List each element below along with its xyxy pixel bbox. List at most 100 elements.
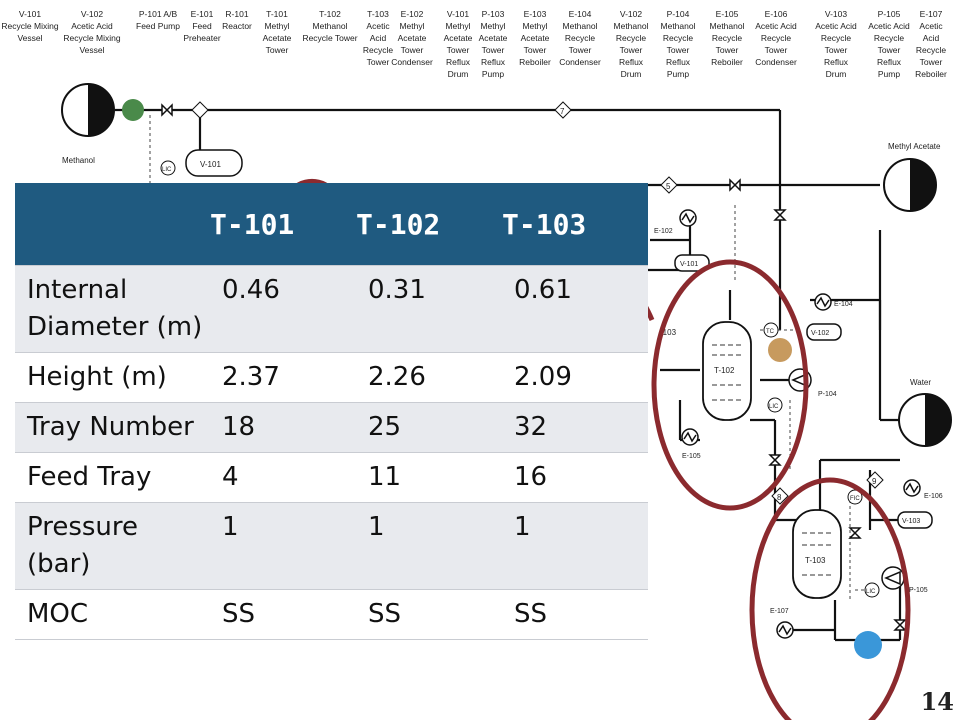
- e104-label: E-104: [834, 301, 853, 308]
- v101-top-label: V-101: [200, 160, 221, 169]
- legend-desc-line: Condenser: [755, 57, 797, 67]
- table-row-feed-tray: Feed Tray 4 11 16: [15, 452, 648, 503]
- stream-8: 8: [777, 493, 782, 502]
- t103-column: T-103: [792, 509, 842, 599]
- legend-desc-line: Acetic: [919, 21, 943, 31]
- legend-desc-line: Tower: [366, 57, 390, 67]
- t102-column: T-102: [702, 321, 752, 421]
- legend-desc-line: Methyl: [480, 21, 506, 31]
- svg-text:LIC: LIC: [162, 167, 172, 173]
- legend-desc-line: Pump: [481, 69, 505, 79]
- methyl-acetate-label: Methyl Acetate: [888, 142, 941, 151]
- legend-tag: V-101: [18, 9, 42, 19]
- table-row-tray-number: Tray Number 18 25 32: [15, 402, 648, 453]
- legend-desc-line: Reboiler: [711, 57, 743, 67]
- legend-tag: E-106: [764, 9, 788, 19]
- legend-tag: E-107: [919, 9, 943, 19]
- lic-instrument-2: LIC: [866, 589, 876, 595]
- tc-instrument: TC: [766, 329, 775, 335]
- legend-desc-line: Tower: [764, 45, 788, 55]
- legend-desc-line: Acetate: [262, 33, 292, 43]
- legend-desc-line: Tower: [824, 45, 848, 55]
- legend-desc-line: Acetic Acid: [868, 21, 910, 31]
- legend-desc-line: Acetic: [366, 21, 390, 31]
- legend-desc-line: Tower: [446, 45, 470, 55]
- legend-desc-line: Tower: [919, 57, 943, 67]
- legend-desc-line: Drum: [825, 69, 847, 79]
- v102-reflux-drum: V-102: [806, 323, 842, 341]
- legend-desc-line: Preheater: [183, 33, 221, 43]
- cell-t102: 0.31: [356, 265, 502, 353]
- legend-desc-line: Tower: [400, 45, 424, 55]
- header-t102: T-102: [356, 183, 502, 266]
- table-header-blank: [15, 183, 210, 266]
- cell-t102: 1: [356, 502, 502, 590]
- legend-desc-line: Recycle Tower: [302, 33, 358, 43]
- legend-desc-line: Tower: [877, 45, 901, 55]
- stream-number-diamonds: 7 5 8 9: [191, 101, 884, 505]
- legend-desc-line: Reflux: [823, 57, 849, 67]
- legend-desc-line: Drum: [620, 69, 642, 79]
- legend-desc-line: Reflux: [618, 57, 644, 67]
- row-label: Height (m): [15, 352, 210, 403]
- cell-t103: 16: [502, 452, 648, 503]
- t103-label: T-103: [805, 556, 826, 565]
- table-row-internal-diameter: Internal Diameter (m) 0.46 0.31 0.61: [15, 265, 648, 353]
- legend-desc-line: Methyl: [445, 21, 471, 31]
- instrument-bubbles: [763, 322, 880, 598]
- cell-t101: 18: [210, 402, 356, 453]
- lic-instrument: LIC: [769, 404, 779, 410]
- legend-desc-line: Methanol: [312, 21, 348, 31]
- blue-marker: [854, 631, 882, 659]
- e107-label: E-107: [770, 608, 789, 615]
- legend-tag: P-105: [877, 9, 901, 19]
- legend-tag: E-104: [568, 9, 592, 19]
- legend-desc-line: Reflux: [445, 57, 471, 67]
- legend-desc-line: Acetate: [443, 33, 473, 43]
- stream-5: 5: [666, 182, 671, 191]
- legend-tag: E-102: [400, 9, 424, 19]
- methanol-label: Methanol: [62, 156, 95, 165]
- p105-label: P-105: [909, 587, 928, 594]
- column-spec-table: T-101 T-102 T-103 Internal Diameter (m) …: [15, 183, 648, 640]
- legend-tag: E-103: [523, 9, 547, 19]
- legend-desc-line: Vessel: [17, 33, 43, 43]
- legend-desc-line: Recycle: [362, 45, 394, 55]
- v101-reflux-drum: V-101: [674, 254, 710, 272]
- v103-reflux-drum: V-103: [897, 511, 933, 529]
- legend-tag: V-102: [80, 9, 104, 19]
- legend-desc-line: Recycle Mixing: [1, 21, 59, 31]
- legend-tag: P-101 A/B: [138, 9, 178, 19]
- legend-desc-line: Recycle: [760, 33, 792, 43]
- cell-t103: SS: [502, 589, 648, 640]
- legend-desc-line: Tower: [481, 45, 505, 55]
- legend-desc-line: Tower: [523, 45, 547, 55]
- legend-desc-line: Acetate: [520, 33, 550, 43]
- legend-desc-line: Recycle: [915, 45, 947, 55]
- p104-label: P-104: [818, 391, 837, 398]
- cell-t103: 0.61: [502, 265, 648, 353]
- e106-label: E-106: [924, 493, 943, 500]
- cell-t101: 4: [210, 452, 356, 503]
- legend-desc-line: Condenser: [559, 57, 601, 67]
- valve-icons: [161, 103, 907, 631]
- legend-desc-line: Acetate: [397, 33, 427, 43]
- legend-tag: V-103: [824, 9, 848, 19]
- legend-desc-line: Recycle: [873, 33, 905, 43]
- legend-desc-line: Feed: [192, 21, 212, 31]
- legend-desc-line: Methyl: [399, 21, 425, 31]
- water-label: Water: [910, 378, 931, 387]
- cell-t102: 2.26: [356, 352, 502, 403]
